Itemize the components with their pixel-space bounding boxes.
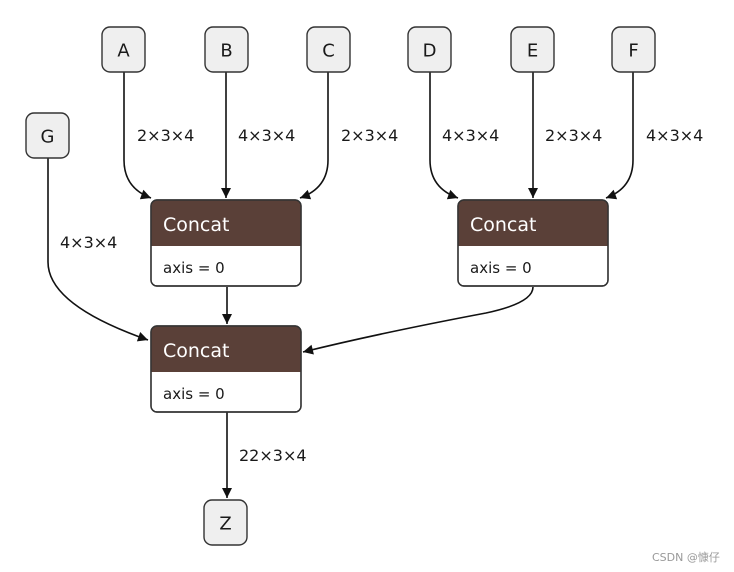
edge-f-to-concat2: [605, 72, 634, 200]
edge-a-to-concat1-arrowhead: [139, 189, 151, 200]
tensor-node-d-box: [407, 26, 452, 73]
edge-g-to-concat3: [47, 158, 149, 342]
edge-e-to-concat2-shape-label: 2×3×4: [545, 126, 602, 145]
edge-c-to-concat1-line: [299, 72, 329, 199]
op-node-concat3[interactable]: Concat axis = 0: [150, 325, 302, 413]
tensor-node-f[interactable]: F: [611, 26, 656, 73]
edge-g-to-concat3-arrowhead: [136, 332, 148, 342]
tensor-node-g[interactable]: G: [25, 112, 70, 159]
edge-d-to-concat2-arrowhead: [446, 189, 458, 200]
tensor-node-c-label: C: [322, 41, 335, 62]
op-node-concat2-header: [458, 200, 608, 246]
tensor-node-z-label: Z: [219, 514, 231, 535]
edge-f-to-concat2-shape-label: 4×3×4: [646, 126, 703, 145]
tensor-node-e[interactable]: E: [510, 26, 555, 73]
op-node-concat3-outline: [150, 325, 302, 413]
edge-concat2-to-concat3: [302, 286, 534, 355]
edge-g-to-concat3-shape-label: 4×3×4: [60, 233, 117, 252]
tensor-node-b-box: [204, 26, 249, 73]
tensor-node-b[interactable]: B: [204, 26, 249, 73]
tensor-node-d[interactable]: D: [407, 26, 452, 73]
op-node-concat1-header: [151, 200, 301, 246]
tensor-node-g-box: [25, 112, 70, 159]
op-node-concat3-title: Concat: [163, 340, 229, 362]
op-node-concat1-outline: [150, 199, 302, 287]
edges-layer: [47, 72, 634, 498]
edge-labels-layer: 2×3×4 4×3×4 2×3×4 4×3×4 2×3×4 4×3×4 4×3×4 22×3×…: [60, 126, 703, 465]
tensor-node-b-label: B: [220, 41, 232, 62]
op-node-concat2-outline: [457, 199, 609, 287]
edge-concat3-to-z-shape-label: 22×3×4: [239, 446, 307, 465]
tensor-node-c[interactable]: C: [306, 26, 351, 73]
edge-a-to-concat1: [123, 72, 152, 200]
tensor-node-f-box: [611, 26, 656, 73]
edge-c-to-concat1-arrowhead: [300, 189, 312, 200]
edge-c-to-concat1-shape-label: 2×3×4: [341, 126, 398, 145]
tensor-node-z-box: [203, 499, 248, 546]
edge-d-to-concat2-shape-label: 4×3×4: [442, 126, 499, 145]
op-node-concat2-attribute: axis = 0: [470, 259, 532, 277]
edge-concat1-to-concat3: [222, 287, 232, 324]
op-node-concat1[interactable]: Concat axis = 0: [150, 199, 302, 287]
edge-f-to-concat2-line: [605, 72, 634, 199]
op-node-concat1-attribute: axis = 0: [163, 259, 225, 277]
tensor-node-d-label: D: [423, 41, 437, 62]
edge-b-to-concat1: [221, 72, 231, 198]
tensor-node-z[interactable]: Z: [203, 499, 248, 546]
edge-concat1-to-concat3-arrowhead: [222, 314, 232, 324]
watermark: CSDN @慷仔: [652, 550, 720, 564]
edge-concat2-to-concat3-arrowhead: [303, 344, 314, 355]
tensor-node-e-label: E: [527, 41, 538, 62]
op-node-concat2[interactable]: Concat axis = 0: [457, 199, 609, 287]
tensor-node-a[interactable]: A: [101, 26, 146, 73]
tensor-node-e-box: [510, 26, 555, 73]
edge-concat3-to-z-arrowhead: [222, 488, 232, 498]
edge-f-to-concat2-arrowhead: [606, 189, 618, 200]
tensor-node-f-label: F: [628, 41, 638, 62]
tensor-node-g-label: G: [41, 127, 55, 148]
edge-c-to-concat1: [299, 72, 329, 200]
tensor-node-a-label: A: [117, 41, 130, 62]
edge-g-to-concat3-line: [47, 158, 149, 341]
edge-b-to-concat1-arrowhead: [221, 188, 231, 198]
op-node-concat3-attribute: axis = 0: [163, 385, 225, 403]
op-node-concat2-title: Concat: [470, 214, 536, 236]
op-node-concat3-header: [151, 326, 301, 372]
edge-e-to-concat2: [528, 72, 538, 198]
edge-d-to-concat2: [429, 72, 459, 200]
edge-concat2-to-concat3-line: [302, 286, 534, 353]
edge-a-to-concat1-shape-label: 2×3×4: [137, 126, 194, 145]
edge-b-to-concat1-shape-label: 4×3×4: [238, 126, 295, 145]
tensor-node-c-box: [306, 26, 351, 73]
tensor-node-a-box: [101, 26, 146, 73]
edge-e-to-concat2-arrowhead: [528, 188, 538, 198]
op-node-concat1-title: Concat: [163, 214, 229, 236]
edge-concat3-to-z: [222, 412, 232, 498]
